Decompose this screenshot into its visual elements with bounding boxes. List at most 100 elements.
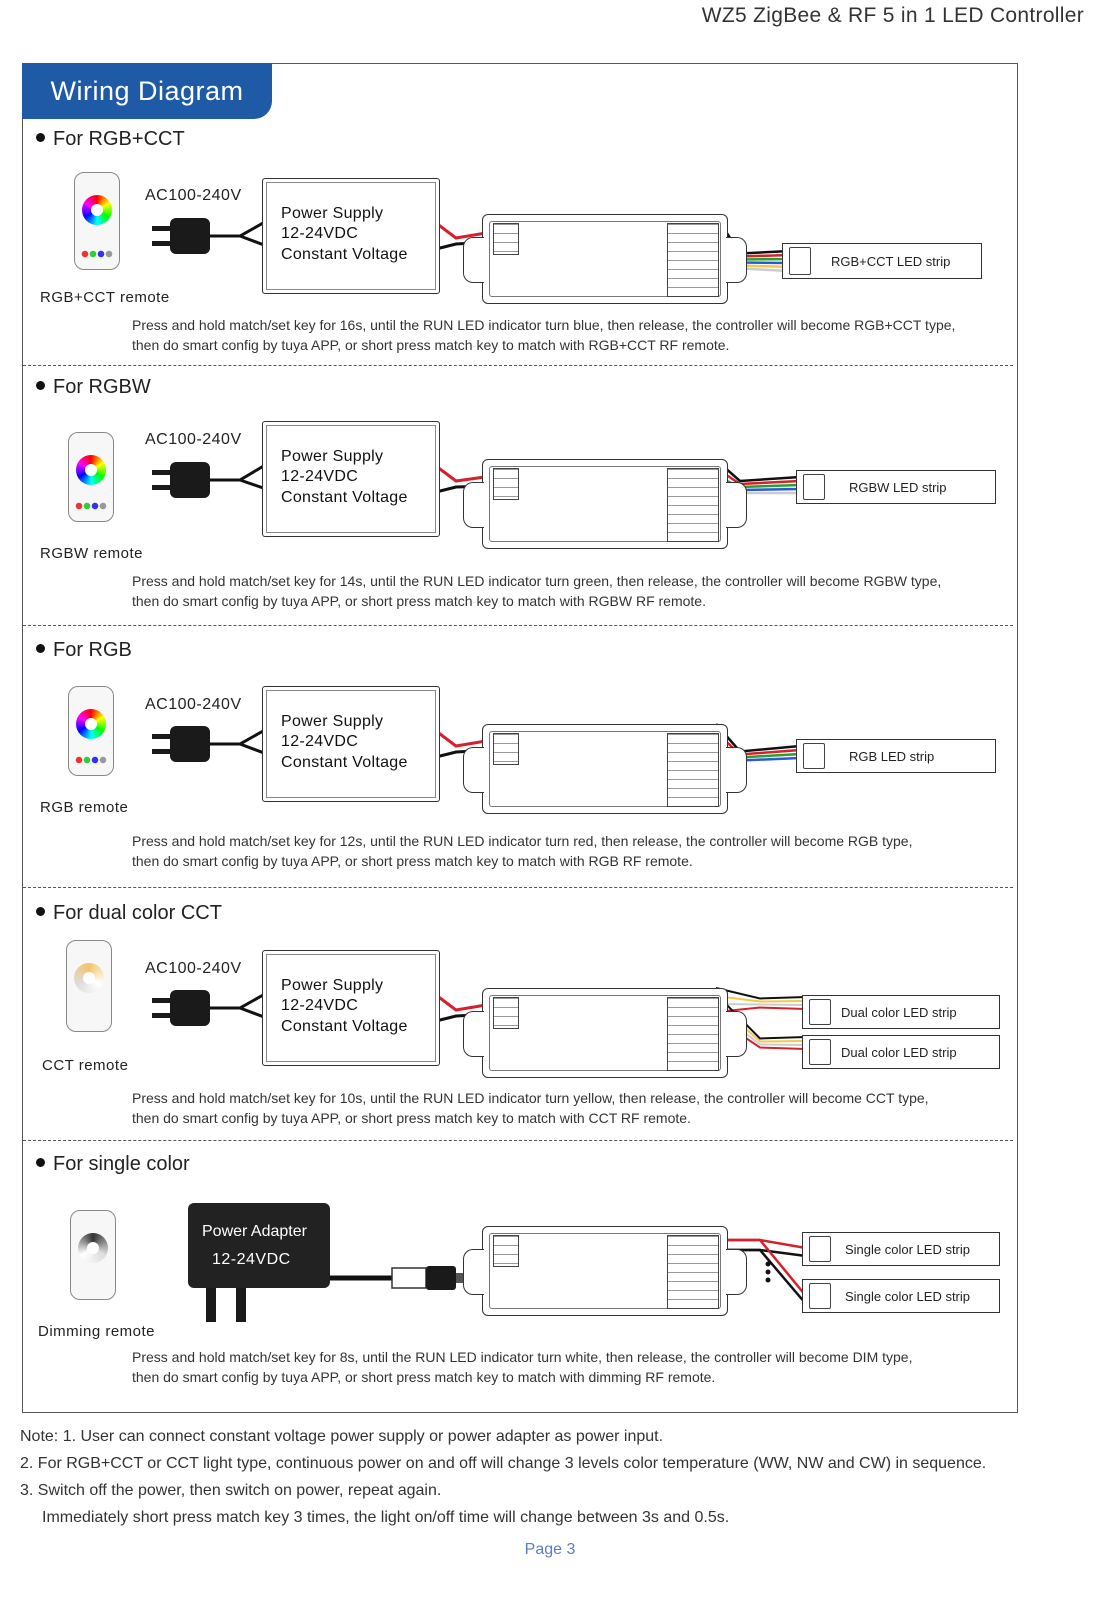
plug-pin	[152, 1013, 172, 1018]
section-divider	[23, 625, 1013, 626]
output-wire	[715, 993, 807, 1040]
adapter-pin	[236, 1288, 246, 1322]
led-strip-box: Single color LED strip	[802, 1232, 1000, 1266]
barrel-connector	[426, 1266, 456, 1290]
rgbw-remote-icon	[68, 432, 114, 522]
output-wire	[715, 987, 807, 1000]
ac-voltage-label: AC100-240V	[145, 960, 242, 977]
plug-icon	[170, 462, 210, 498]
plug-pin	[152, 470, 172, 475]
led-strip-box: RGBW LED strip	[796, 470, 996, 504]
ps-line-2: 12-24VDC	[281, 997, 359, 1014]
section-title-text: For single color	[53, 1153, 190, 1175]
instruction-line-2: then do smart config by tuya APP, or sho…	[132, 853, 693, 869]
dc-plus-wire	[431, 726, 493, 748]
dimming-remote-icon	[70, 1210, 116, 1300]
instruction-line-1: Press and hold match/set key for 10s, un…	[132, 1090, 929, 1106]
controller-icon	[463, 214, 747, 304]
section-title-text: For RGBW	[53, 376, 151, 398]
ac-voltage-label: AC100-240V	[145, 187, 242, 204]
power-supply-box: Power Supply 12-24VDC Constant Voltage	[262, 686, 440, 802]
plug-icon	[170, 218, 210, 254]
section-title-rgbw: For RGBW	[36, 376, 151, 399]
ps-line-2: 12-24VDC	[281, 733, 359, 750]
plug-pin	[152, 241, 172, 246]
ps-line-3: Constant Voltage	[281, 1018, 408, 1035]
output-wire	[720, 1238, 807, 1297]
adapter-pin	[206, 1288, 216, 1322]
ps-line-1: Power Supply	[281, 977, 384, 994]
power-adapter-icon: Power Adapter 12-24VDC	[188, 1203, 330, 1288]
remote-caption: Dimming remote	[38, 1323, 156, 1340]
note-line-3: 3. Switch off the power, then switch on …	[20, 1482, 442, 1499]
section-divider	[23, 1140, 1013, 1141]
plug-icon	[170, 990, 210, 1026]
led-strip-label: RGB+CCT LED strip	[831, 253, 951, 269]
adapter-line-2: 12-24VDC	[212, 1251, 291, 1268]
instruction-line-2: then do smart config by tuya APP, or sho…	[132, 1110, 691, 1126]
output-wire	[715, 995, 807, 1003]
ps-line-2: 12-24VDC	[281, 468, 359, 485]
controller-icon	[463, 1226, 747, 1316]
ellipsis-dot	[765, 1261, 771, 1267]
section-divider	[23, 365, 1013, 366]
ps-line-1: Power Supply	[281, 205, 384, 222]
controller-icon	[463, 724, 747, 814]
ac-voltage-label: AC100-240V	[145, 696, 242, 713]
note-line-4: Immediately short press match key 3 time…	[42, 1509, 730, 1526]
cct-remote-icon	[66, 940, 112, 1032]
diagram-frame	[22, 63, 1018, 1413]
led-strip-box: Single color LED strip	[802, 1279, 1000, 1313]
plug-pin	[152, 734, 172, 739]
ps-line-2: 12-24VDC	[281, 225, 359, 242]
instruction-line-1: Press and hold match/set key for 14s, un…	[132, 573, 942, 589]
led-strip-label: Single color LED strip	[845, 1288, 970, 1304]
wiring-diagram-heading: Wiring Diagram	[22, 63, 272, 119]
instruction-line-2: then do smart config by tuya APP, or sho…	[132, 337, 730, 353]
section-title-text: For RGB+CCT	[53, 128, 185, 150]
barrel-connector	[391, 1267, 427, 1289]
led-strip-label: RGB LED strip	[849, 748, 935, 764]
rgb-remote-icon	[68, 686, 114, 776]
instruction-line-1: Press and hold match/set key for 8s, unt…	[132, 1349, 913, 1365]
led-strip-box: Dual color LED strip	[802, 1035, 1000, 1069]
section-title-text: For RGB	[53, 639, 132, 661]
remote-caption: RGBW remote	[40, 545, 144, 562]
plug-pin	[152, 749, 172, 754]
rgbcct-remote-icon	[74, 172, 120, 270]
controller-icon	[463, 988, 747, 1078]
document-title: WZ5 ZigBee & RF 5 in 1 LED Controller	[701, 4, 1084, 27]
led-strip-label: Dual color LED strip	[841, 1044, 957, 1060]
led-strip-label: Dual color LED strip	[841, 1004, 957, 1020]
bullet-icon	[36, 644, 45, 654]
bullet-icon	[36, 907, 45, 917]
led-strip-box: Dual color LED strip	[802, 995, 1000, 1029]
instruction-line-1: Press and hold match/set key for 16s, un…	[132, 317, 956, 333]
section-title-cct: For dual color CCT	[36, 902, 222, 925]
ps-line-1: Power Supply	[281, 713, 384, 730]
section-divider	[23, 887, 1013, 888]
note-line-2: 2. For RGB+CCT or CCT light type, contin…	[20, 1455, 987, 1472]
section-title-rgb: For RGB	[36, 639, 132, 662]
remote-caption: RGB remote	[40, 799, 129, 816]
plug-icon	[170, 726, 210, 762]
power-supply-box: Power Supply 12-24VDC Constant Voltage	[262, 950, 440, 1066]
dc-plus-wire	[431, 218, 493, 240]
dc-plus-wire	[431, 461, 493, 483]
led-strip-label: Single color LED strip	[845, 1241, 970, 1257]
ellipsis-dot	[765, 1269, 771, 1275]
note-line-1: Note: 1. User can connect constant volta…	[20, 1428, 664, 1445]
section-title-single: For single color	[36, 1153, 190, 1176]
ps-line-1: Power Supply	[281, 448, 384, 465]
remote-caption: CCT remote	[42, 1057, 129, 1074]
plug-pin	[152, 226, 172, 231]
led-strip-box: RGB LED strip	[796, 739, 996, 773]
instruction-line-2: then do smart config by tuya APP, or sho…	[132, 593, 706, 609]
adapter-line-1: Power Adapter	[202, 1223, 307, 1240]
power-supply-box: Power Supply 12-24VDC Constant Voltage	[262, 178, 440, 294]
ps-line-3: Constant Voltage	[281, 489, 408, 506]
plug-pin	[152, 998, 172, 1003]
page-number: Page 3	[524, 1541, 576, 1558]
controller-icon	[463, 459, 747, 549]
bullet-icon	[36, 133, 45, 143]
